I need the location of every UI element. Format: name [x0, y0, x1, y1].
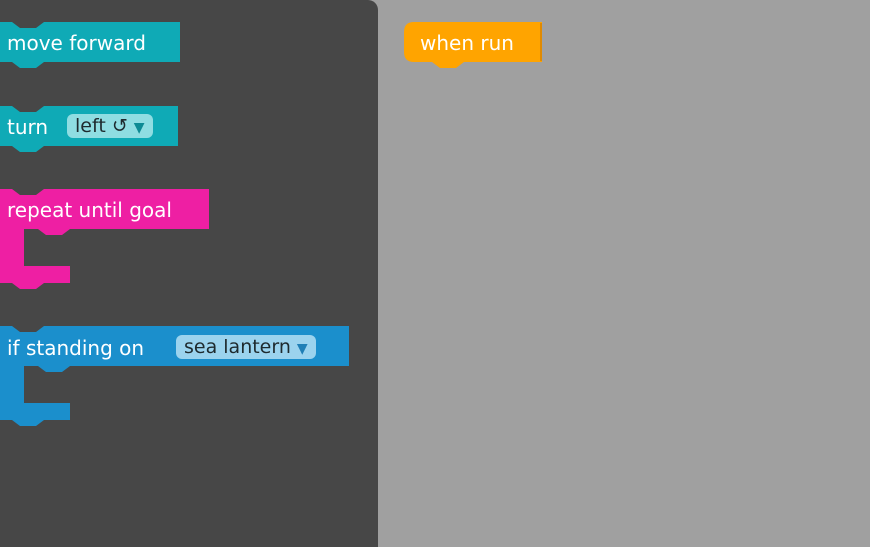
turn-block[interactable]: turn left ↺ ▼ [0, 106, 178, 154]
move-forward-block[interactable]: move forward [0, 22, 180, 70]
when-run-block[interactable]: when run [404, 22, 542, 70]
workspace-canvas[interactable]: when run [378, 0, 870, 547]
repeat-until-goal-block[interactable]: repeat until goal [0, 189, 209, 289]
turn-direction-dropdown[interactable]: left ↺ ▼ [67, 114, 153, 138]
dropdown-arrow-icon: ▼ [296, 341, 308, 357]
when-run-label: when run [420, 31, 514, 55]
repeat-until-goal-label: repeat until goal [7, 198, 172, 222]
move-forward-block-shape [0, 22, 180, 68]
block-type-dropdown[interactable]: sea lantern ▼ [176, 335, 316, 359]
when-run-block-shape [404, 22, 542, 68]
if-standing-on-block[interactable]: if standing on sea lantern ▼ [0, 326, 349, 426]
dropdown-arrow-icon: ▼ [133, 120, 145, 136]
toolbox-panel: move forward turn left ↺ ▼ repeat until g… [0, 0, 378, 547]
repeat-until-goal-block-shape [0, 189, 209, 289]
if-standing-on-label: if standing on [7, 336, 145, 360]
move-forward-label: move forward [7, 31, 146, 55]
turn-label: turn [7, 115, 49, 139]
turn-direction-value: left ↺ [75, 115, 128, 137]
block-type-value: sea lantern [184, 336, 291, 358]
